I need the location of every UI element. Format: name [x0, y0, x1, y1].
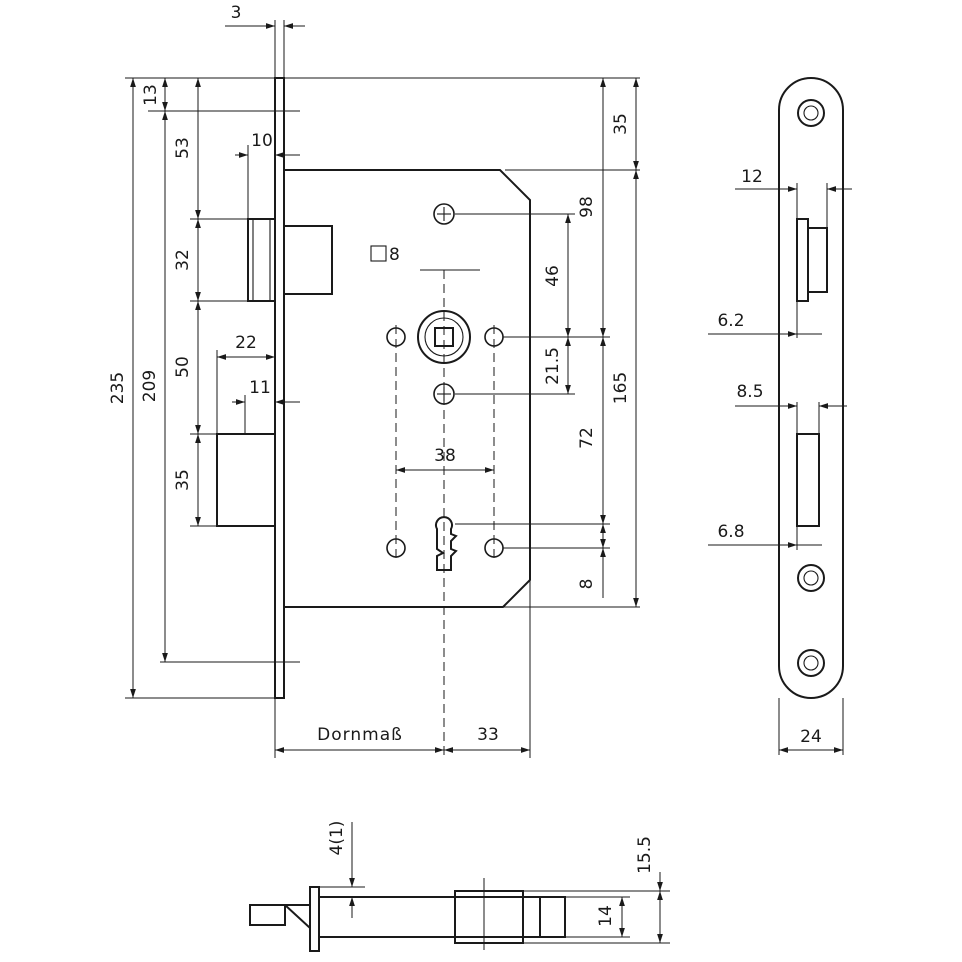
dim-backset-extra: 33 [477, 725, 499, 745]
hub-side-holes [386, 327, 504, 347]
dim-spindle-size: 8 [389, 245, 400, 265]
dim-screw-spacing: 209 [140, 370, 160, 402]
bottom-view: 4(1) 15.5 14 [249, 821, 670, 952]
dim-6-2: 6.2 [717, 311, 744, 331]
dim-top-hole: 98 [577, 196, 597, 218]
middle-screw [797, 564, 825, 592]
top-screw [797, 99, 825, 127]
dim-4-1: 4(1) [327, 821, 347, 856]
dim-12: 12 [741, 167, 763, 187]
dim-8-5: 8.5 [736, 382, 763, 402]
center-lines [395, 269, 495, 760]
dim-15-5: 15.5 [635, 836, 655, 874]
faceplate-front [778, 77, 844, 699]
dim-top-offset: 13 [141, 84, 161, 106]
bottom-follower-hub [454, 890, 524, 944]
keyhole [435, 516, 458, 571]
bottom-faceplate [309, 886, 320, 952]
dim-14: 14 [596, 905, 616, 927]
dim-latch-top: 53 [173, 137, 193, 159]
dim-bolt-inner: 11 [249, 378, 271, 398]
top-screw-hole [433, 203, 455, 225]
dim-bolt-throw: 22 [235, 333, 257, 353]
front-view: 3 13 53 10 32 50 22 11 35 235 209 35 98 … [108, 3, 640, 760]
latch-opening [796, 218, 828, 302]
dim-faceplate-width: 24 [800, 727, 822, 747]
dimension-lines [130, 23, 639, 753]
dim-6-8: 6.8 [717, 522, 744, 542]
dim-faceplate-thickness: 3 [231, 3, 242, 23]
dim-hole-spacing: 38 [434, 446, 456, 466]
bottom-latch [249, 904, 286, 926]
lock-case [284, 169, 531, 608]
faceplate [274, 77, 285, 699]
dim-latch-depth: 10 [251, 131, 273, 151]
bottom-latch-bevel [282, 904, 311, 931]
dim-bottom-offset: 8 [577, 579, 597, 590]
dim-follower-hole: 46 [543, 265, 563, 287]
dim-case-height: 165 [611, 372, 631, 404]
dead-bolt [216, 433, 276, 527]
dim-top-to-case: 35 [611, 113, 631, 135]
dim-overall-height: 235 [108, 372, 128, 404]
dim-latch-to-bolt: 50 [173, 356, 193, 378]
bolt-opening [796, 433, 820, 527]
dim-backset-label: Dornmaß [317, 725, 403, 745]
cylinder-holes [386, 538, 504, 558]
bottom-screw [797, 649, 825, 677]
dim-distance: 72 [577, 427, 597, 449]
dim-follower-to-hole: 21.5 [543, 347, 563, 385]
bottom-case [318, 896, 566, 938]
bottom-bolt-end [539, 896, 566, 938]
extension-lines [125, 20, 640, 758]
latch-bolt [247, 218, 333, 302]
spindle-square-symbol [370, 245, 387, 262]
dim-latch-height: 32 [173, 249, 193, 271]
side-view: 12 6.2 8.5 6.8 24 [708, 77, 852, 755]
dim-bolt-height: 35 [173, 469, 193, 491]
